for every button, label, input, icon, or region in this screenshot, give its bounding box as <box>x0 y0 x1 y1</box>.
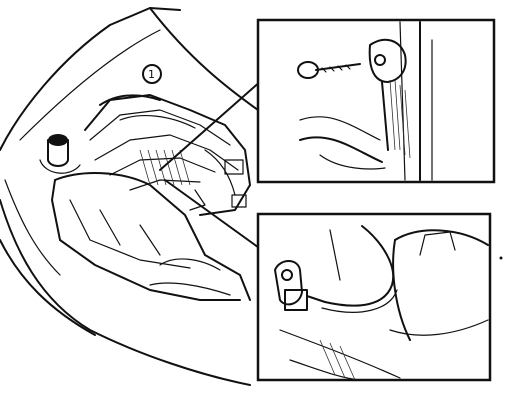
marker-label: 1 <box>148 68 155 81</box>
part-marker: 1 <box>142 64 162 84</box>
leader-line-top <box>159 79 263 171</box>
engine-block <box>84 94 251 216</box>
callout-top-panel <box>256 18 496 184</box>
leader-line-bottom <box>164 179 263 251</box>
dot-mark <box>499 256 503 260</box>
sensor-bolt-icon <box>297 61 361 79</box>
car-front-body <box>0 7 259 386</box>
reservoir-cap <box>39 134 81 174</box>
sensor-cable <box>324 225 395 307</box>
knock-sensor-icon <box>274 260 326 311</box>
callout-bottom-panel <box>256 212 492 382</box>
